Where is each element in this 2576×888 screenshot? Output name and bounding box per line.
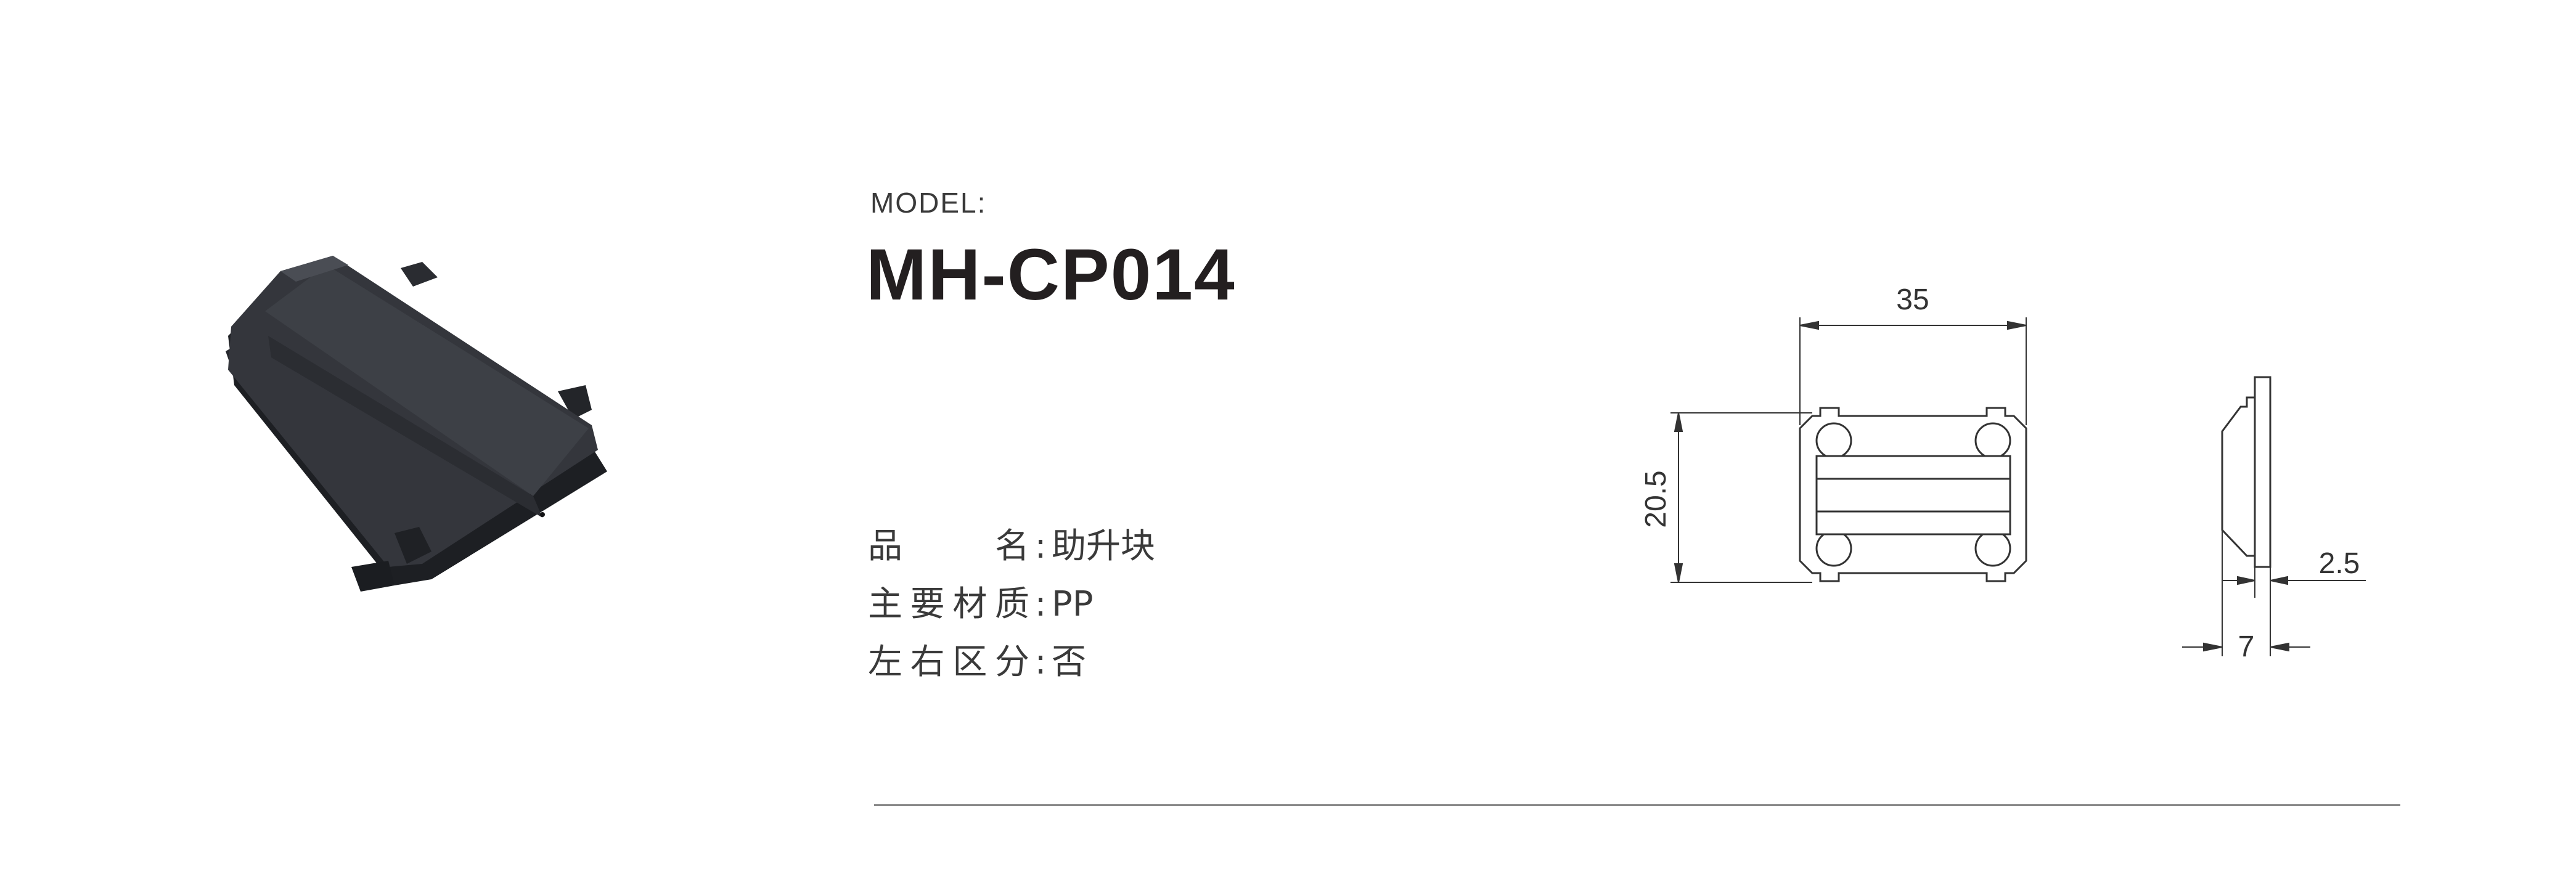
spec-value-material: PP [1052,584,1094,624]
dim-side-wall-label: 2.5 [2319,547,2360,580]
dim-width-label: 35 [1896,283,1929,316]
spec-list: 品名:助升块 主要材质:PP 左右区分:否 [868,518,1155,691]
front-view [1799,407,2027,582]
dimension-height [1670,412,1812,583]
spec-separator: : [1034,642,1047,682]
dimension-side-wall [2222,567,2366,598]
technical-drawing: 35 20.5 7 [1615,271,2379,678]
spec-row-material: 主要材质:PP [868,576,1155,633]
spec-key-name: 品名 [868,526,1029,566]
side-view [2221,376,2271,568]
dimension-width [1799,317,2027,425]
dim-side-depth-label: 7 [2238,630,2255,663]
model-label: MODEL: [870,187,987,219]
spec-separator: : [1034,526,1047,566]
spec-value-name: 助升块 [1052,526,1155,566]
dimension-side-depth [2182,530,2310,656]
model-code: MH-CP014 [866,234,1236,316]
spec-key-material: 主要材质 [868,584,1029,624]
spec-row-handedness: 左右区分:否 [868,633,1155,691]
product-photo [210,243,629,601]
spec-key-handedness: 左右区分 [868,642,1029,682]
spec-row-name: 品名:助升块 [868,518,1155,576]
spec-separator: : [1034,584,1047,624]
dim-height-label: 20.5 [1640,470,1672,528]
spec-value-handedness: 否 [1052,642,1086,682]
bottom-divider [874,804,2400,806]
